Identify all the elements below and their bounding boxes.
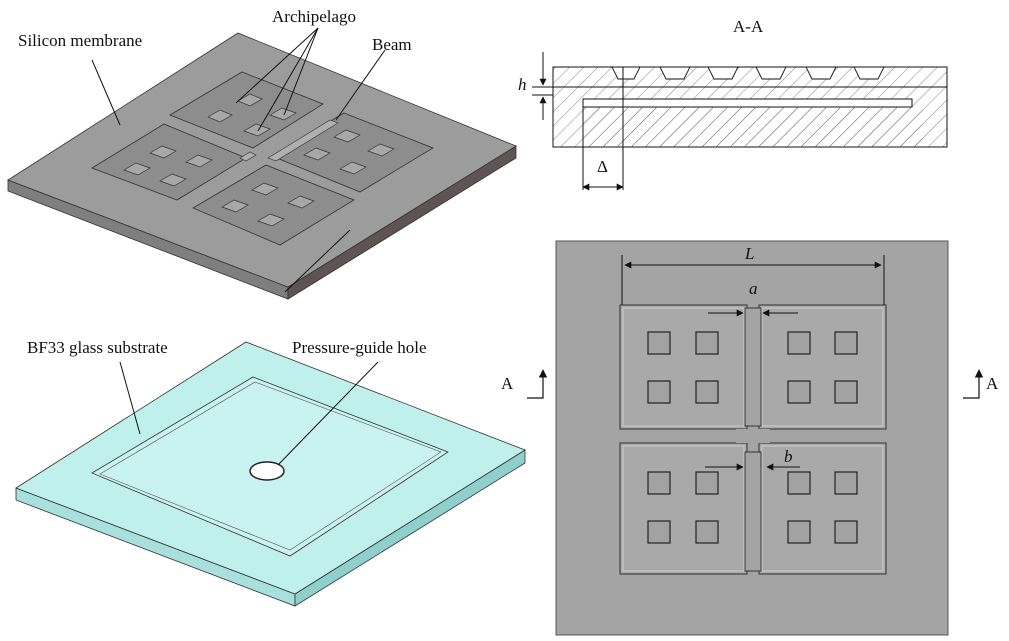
pressure-guide-hole: [249, 461, 285, 481]
dim-label-h: h: [518, 75, 527, 94]
section-mark-right-label: A: [986, 374, 999, 393]
dim-label-delta: Δ: [597, 157, 608, 176]
section-title: A-A: [733, 17, 764, 36]
top-view-quadrant-inner: [622, 307, 884, 572]
section-mark-left-label: A: [501, 374, 514, 393]
silicon-top: [7, 32, 517, 288]
section-mark-right-arrow: [963, 369, 984, 399]
top-view-islands: [647, 331, 858, 544]
section-silicon-layer: [552, 66, 948, 88]
glass-substrate-3d: [15, 341, 526, 607]
section-islands: [611, 66, 885, 80]
top-view-center: [736, 429, 770, 443]
island-group: [123, 93, 395, 227]
top-view-beam-upper: [744, 307, 762, 427]
silicon-leaders: [91, 27, 386, 293]
top-view-quadrants: [619, 304, 887, 575]
section-gap: [582, 98, 913, 108]
label-silicon-membrane: Silicon membrane: [18, 31, 142, 50]
label-glass-substrate: BF33 glass substrate: [27, 338, 168, 357]
top-view-beam-lower: [744, 451, 762, 572]
label-beam: Beam: [372, 35, 412, 54]
cavity-back: [169, 71, 324, 149]
label-archipelago: Archipelago: [272, 7, 356, 26]
dim-label-L: L: [744, 244, 754, 263]
label-pressure-hole: Pressure-guide hole: [292, 338, 427, 357]
cavity-front: [192, 164, 355, 246]
dim-label-b: b: [784, 447, 793, 466]
section-aa: [532, 52, 948, 191]
top-view: [527, 240, 984, 636]
dim-label-a: a: [749, 279, 758, 298]
beam-right: [267, 119, 339, 162]
glass-leaders: [119, 361, 379, 466]
section-gap-mask: [583, 107, 923, 147]
glass-recess-inner: [99, 381, 442, 551]
silicon-membrane-3d: [7, 32, 517, 300]
beam-left: [239, 151, 257, 162]
section-mark-left-arrow: [527, 369, 548, 399]
